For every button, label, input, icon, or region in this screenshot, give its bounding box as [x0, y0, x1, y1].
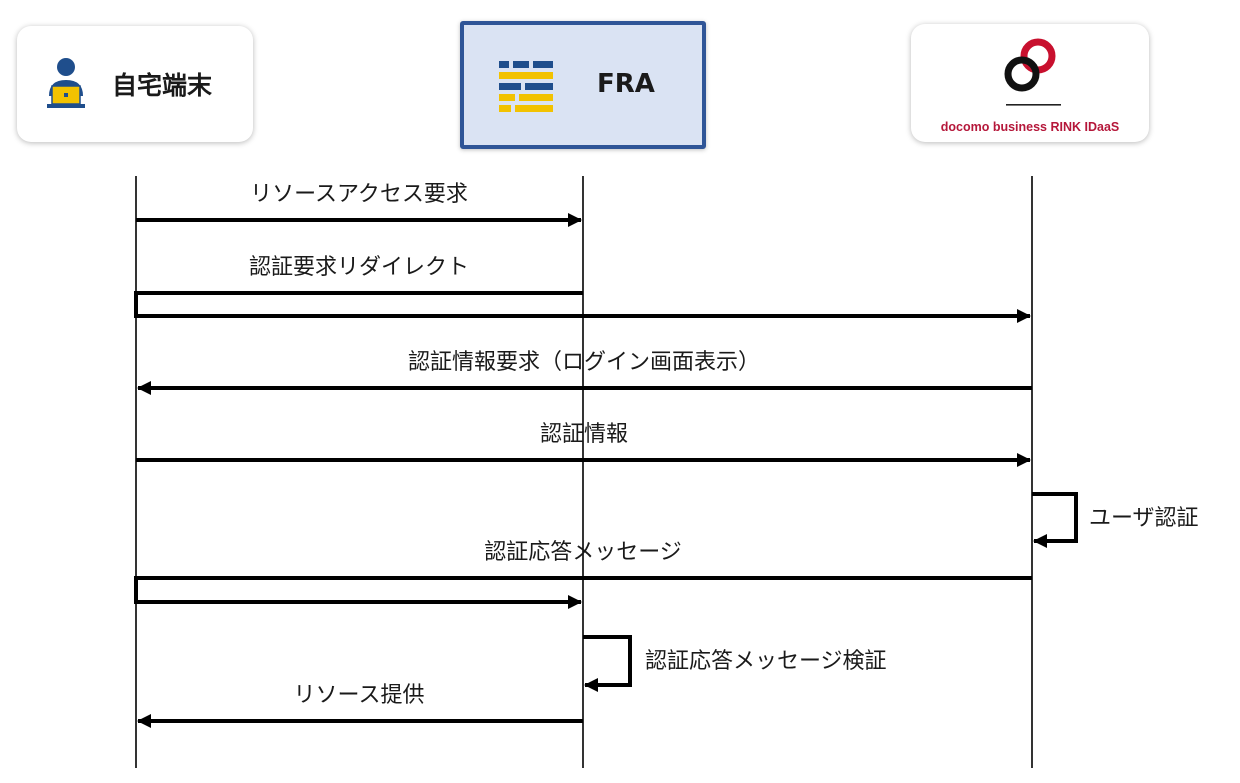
message-arrow-auth-redirect	[134, 291, 1031, 323]
firewall-brick-icon	[499, 61, 553, 112]
participant-fra: FRA	[460, 21, 706, 149]
participant-home-label: 自宅端末	[112, 71, 213, 100]
message-label-auth-verify: 認証応答メッセージ検証	[645, 649, 887, 674]
participant-fra-label: FRA	[597, 69, 655, 99]
participant-idaas-label: docomo business RINK IDaaS	[940, 120, 1120, 134]
message-arrow-auth-response	[134, 576, 1032, 609]
message-label-user-auth: ユーザ認証	[1089, 506, 1199, 531]
message-label-credentials: 認証情報	[540, 422, 628, 447]
participant-home: 自宅端末	[17, 26, 253, 142]
participant-idaas: docomo business RINK IDaaS	[911, 24, 1149, 142]
idaas-rings-logo	[1004, 38, 1061, 106]
message-label-auth-redirect: 認証要求リダイレクト	[249, 255, 469, 280]
message-label-credential-request: 認証情報要求（ログイン画面表示）	[408, 350, 760, 375]
message-label-resource-provide: リソース提供	[294, 683, 425, 708]
message-label-auth-response: 認証応答メッセージ	[484, 540, 682, 565]
message-arrow-auth-verify	[583, 635, 632, 692]
user-laptop-icon	[47, 58, 85, 108]
message-arrow-user-auth	[1032, 492, 1078, 548]
message-label-resource-access: リソースアクセス要求	[250, 182, 468, 207]
